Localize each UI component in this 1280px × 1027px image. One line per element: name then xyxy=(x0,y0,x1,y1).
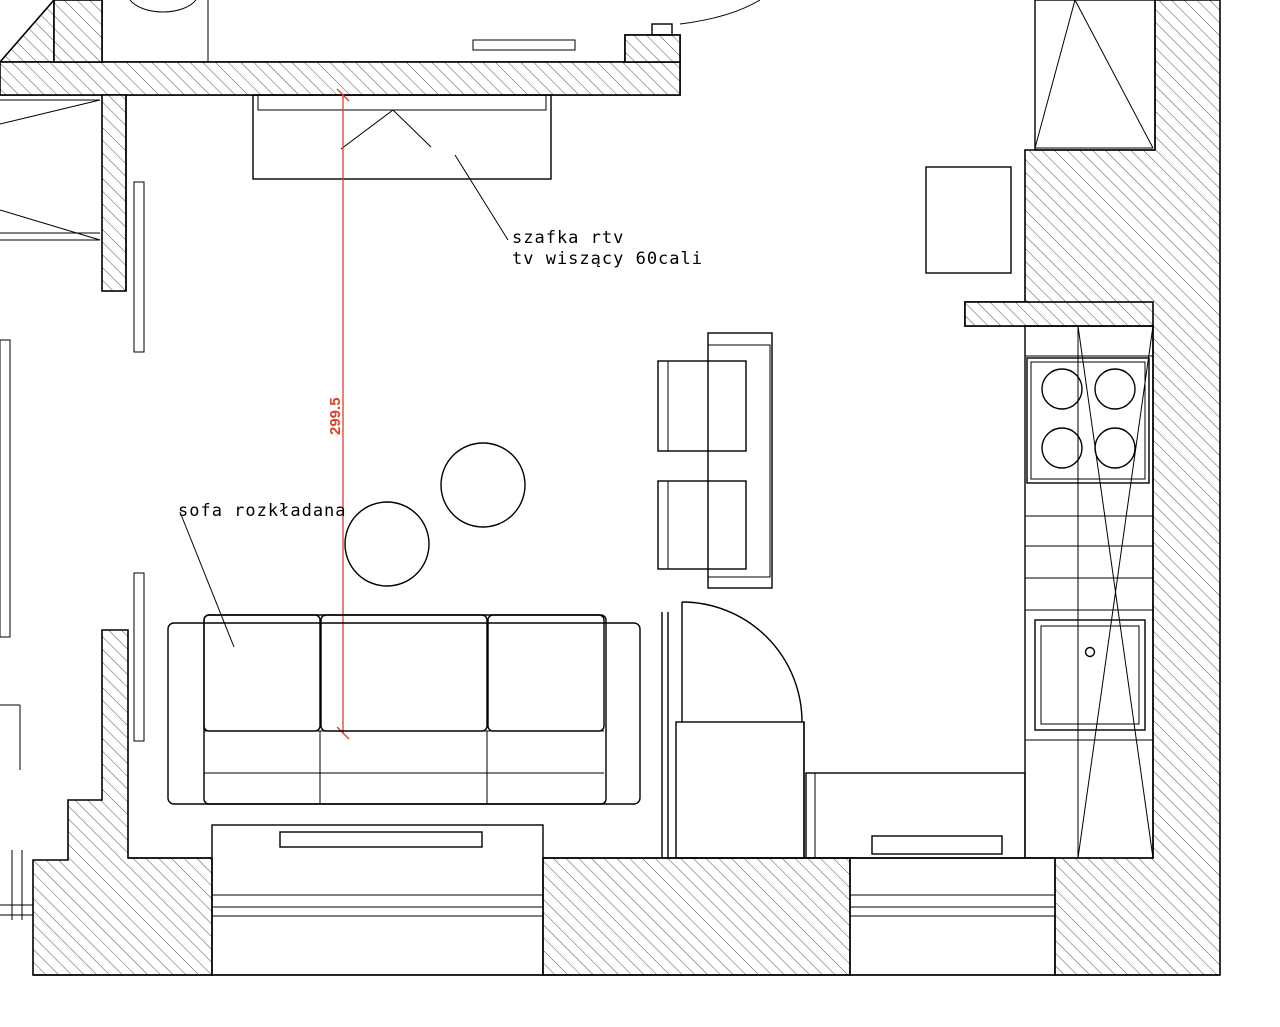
radiator-right xyxy=(871,835,1003,855)
walls xyxy=(0,0,1221,976)
wardrobe-inner xyxy=(675,721,805,859)
wall-top-main xyxy=(0,61,681,96)
window-left xyxy=(211,824,544,976)
wall-right-ledge xyxy=(964,301,1154,327)
tv-cabinet xyxy=(252,94,552,180)
wall-top-stub-left xyxy=(53,0,103,63)
wall-top-niche xyxy=(651,23,673,36)
sofa xyxy=(167,614,641,805)
appliance-box xyxy=(925,166,1012,274)
door xyxy=(661,601,803,858)
dimension-line xyxy=(336,88,350,740)
tall-cabinet-top xyxy=(1034,0,1156,151)
dining-set xyxy=(657,332,773,589)
window-right xyxy=(849,857,1056,976)
cooktop xyxy=(1026,357,1150,484)
wardrobe xyxy=(675,721,805,859)
tv-cabinet-label-2: tv wiszący 60cali xyxy=(512,249,703,269)
coffee-table-large xyxy=(440,442,526,528)
tv-cabinet-label-1: szafka rtv xyxy=(512,228,624,248)
wall-bottom-mid xyxy=(542,857,851,976)
dimension-value: 299.5 xyxy=(327,397,344,435)
sofa-leader xyxy=(179,511,235,648)
sink xyxy=(1034,619,1146,731)
tv-cabinet-leader xyxy=(454,154,509,241)
wall-right xyxy=(964,0,1221,976)
wall-top-stub-right xyxy=(624,34,681,63)
wall-left-lower xyxy=(32,629,213,976)
low-cabinet xyxy=(805,772,1026,859)
top-left-details xyxy=(0,0,761,920)
wall-left-upper xyxy=(101,94,127,292)
sofa-label: sofa rozkładana xyxy=(178,501,347,521)
kitchen-counter xyxy=(1024,325,1154,859)
coffee-table-small xyxy=(344,501,430,587)
